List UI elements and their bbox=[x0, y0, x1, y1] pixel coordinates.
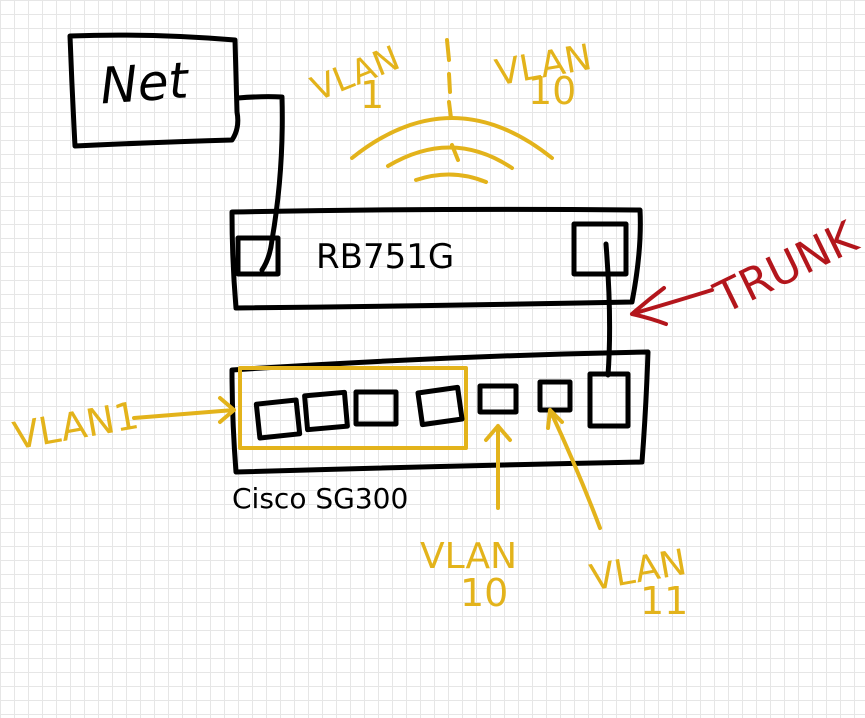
switch-port-3 bbox=[353, 389, 399, 427]
router-port-left bbox=[235, 235, 281, 277]
switch-port-2 bbox=[302, 389, 350, 433]
trunk-cable bbox=[603, 241, 613, 378]
switch-port-6 bbox=[537, 379, 573, 413]
router-label: RB751G bbox=[316, 237, 454, 277]
wifi-vlan-1-word: VLAN bbox=[305, 38, 405, 109]
trunk-annotation: TRUNK bbox=[630, 211, 865, 326]
port-vlan11-number: 11 bbox=[640, 579, 688, 623]
switch-port-trunk bbox=[587, 371, 631, 429]
vlan1-label: VLAN1 bbox=[10, 393, 142, 458]
vlan1-port-group bbox=[238, 366, 468, 450]
vlan1-arrow bbox=[132, 396, 236, 424]
wifi-symbol bbox=[350, 38, 554, 184]
port-vlan10-word: VLAN bbox=[420, 536, 517, 577]
wifi-vlan-1-label: VLAN 1 bbox=[305, 38, 405, 117]
router-port-right bbox=[571, 221, 629, 277]
port-vlan11-annotation: VLAN 11 bbox=[546, 408, 690, 623]
switch-port-5 bbox=[477, 383, 519, 415]
router-rb751g: RB751G bbox=[229, 206, 643, 311]
switch-port-1 bbox=[253, 397, 303, 441]
wifi-vlan-10-number: 10 bbox=[528, 69, 576, 113]
vlan1-annotation: VLAN1 bbox=[10, 393, 236, 458]
port-vlan10-number: 10 bbox=[460, 571, 508, 615]
switch-label: Cisco SG300 bbox=[232, 482, 408, 515]
switch-sg300: Cisco SG300 bbox=[229, 349, 651, 515]
uplink-cable bbox=[235, 94, 285, 273]
switch-port-4 bbox=[415, 384, 465, 428]
wifi-vlan-1-number: 1 bbox=[360, 73, 384, 117]
port-vlan11-arrow bbox=[546, 408, 602, 530]
port-vlan10-arrow bbox=[484, 424, 512, 510]
trunk-label: TRUNK bbox=[706, 211, 865, 324]
wifi-vlan-10-label: VLAN 10 bbox=[492, 37, 595, 113]
port-vlan10-annotation: VLAN 10 bbox=[420, 424, 517, 615]
net-label: Net bbox=[98, 51, 192, 115]
trunk-arrow bbox=[630, 286, 714, 326]
net-node: Net bbox=[67, 32, 241, 149]
